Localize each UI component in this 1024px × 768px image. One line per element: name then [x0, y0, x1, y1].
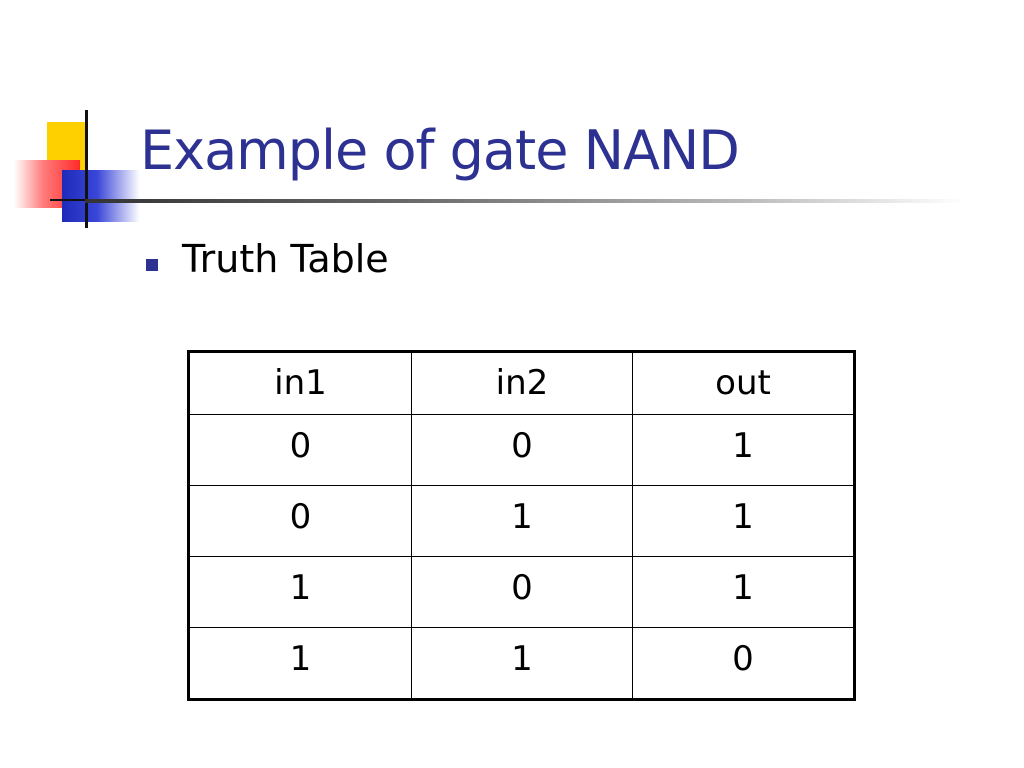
cell-out: 1 — [632, 556, 855, 628]
cell-in2: 0 — [411, 414, 633, 486]
table-row: 1 0 1 — [188, 556, 855, 628]
cell-in1: 0 — [188, 485, 412, 557]
table-row: 0 0 1 — [188, 414, 855, 486]
cell-in1: 0 — [188, 414, 412, 486]
bullet-text: Truth Table — [182, 237, 389, 281]
bullet-square-icon — [146, 259, 158, 271]
cell-in1: 1 — [188, 556, 412, 628]
cell-in2: 1 — [411, 627, 633, 700]
cell-in2: 1 — [411, 485, 633, 557]
table-header-row: in1 in2 out — [188, 351, 855, 415]
header-out: out — [632, 351, 855, 415]
cell-out: 0 — [632, 627, 855, 700]
cell-in2: 0 — [411, 556, 633, 628]
cell-out: 1 — [632, 485, 855, 557]
table-row: 0 1 1 — [188, 485, 855, 557]
slide-title: Example of gate NAND — [140, 119, 740, 182]
cell-out: 1 — [632, 414, 855, 486]
cell-in1: 1 — [188, 627, 412, 700]
truth-table: in1 in2 out 0 0 1 0 1 1 1 0 1 1 1 0 — [187, 350, 856, 701]
logo-vertical-line — [85, 110, 88, 228]
title-underline — [85, 199, 965, 203]
decorative-logo — [0, 0, 144, 240]
table-row: 1 1 0 — [188, 627, 855, 700]
logo-blue-square — [62, 170, 140, 222]
header-in1: in1 — [188, 351, 412, 415]
header-in2: in2 — [411, 351, 633, 415]
